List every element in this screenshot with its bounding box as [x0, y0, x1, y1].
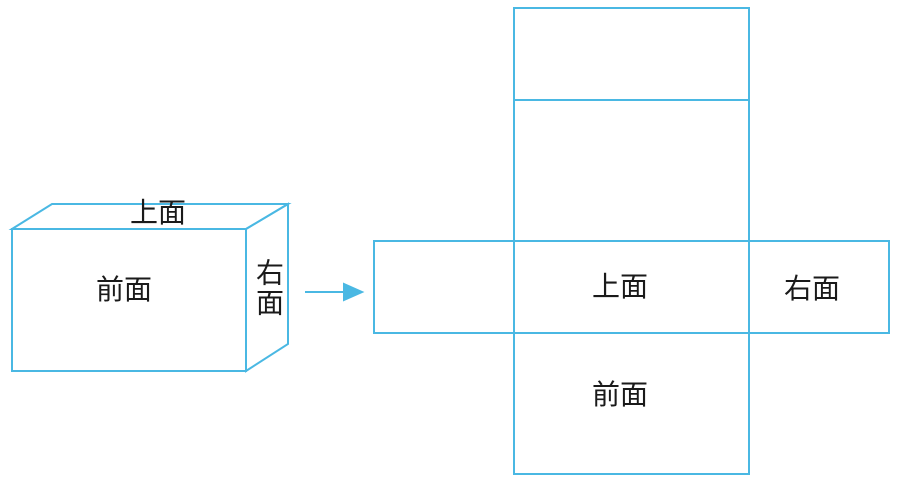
- arrow-head: [343, 282, 365, 302]
- net-panel-right: [748, 240, 890, 334]
- arrow: [305, 282, 365, 302]
- net-front-label: 前面: [592, 378, 649, 411]
- net-panel-left: [373, 240, 515, 334]
- cuboid-front-label: 前面: [96, 273, 153, 306]
- net-right-label: 右面: [784, 272, 841, 305]
- net-panel-top-flap: [513, 7, 750, 101]
- cuboid-right-face: [245, 202, 289, 373]
- net-panel-back: [513, 99, 750, 242]
- cuboid-top-label: 上面: [130, 196, 187, 229]
- cuboid-right-label: 右面: [252, 258, 285, 318]
- cuboid: [8, 202, 292, 373]
- net: [373, 7, 890, 475]
- net-panel-front: [513, 332, 750, 475]
- net-top-label: 上面: [592, 270, 649, 303]
